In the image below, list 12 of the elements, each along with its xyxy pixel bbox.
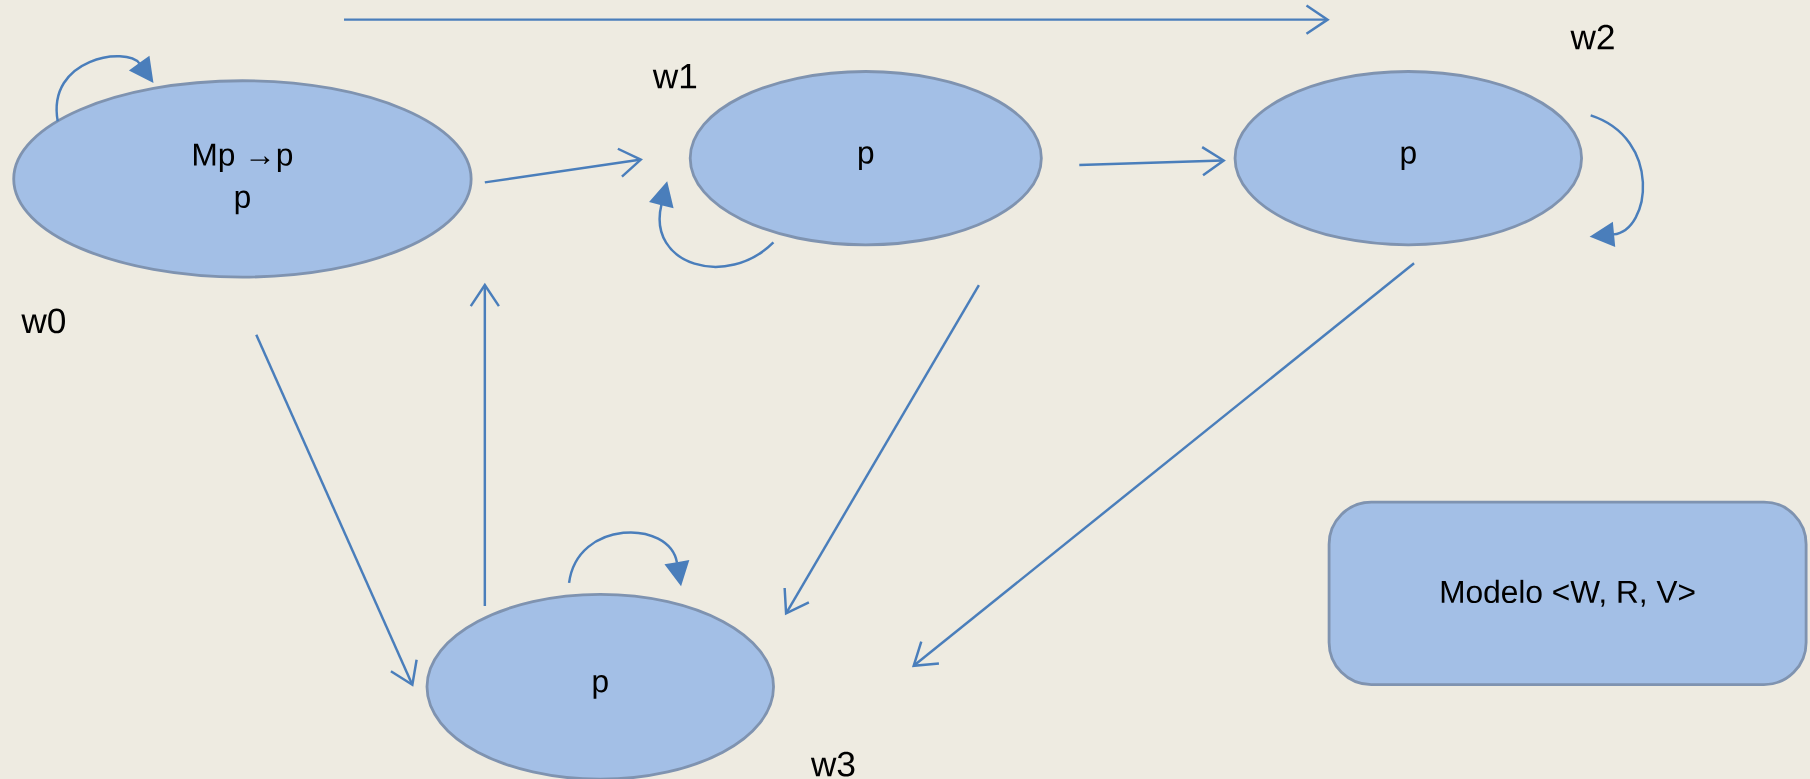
arrow <box>469 282 500 606</box>
arrow <box>1079 146 1226 177</box>
arrow <box>911 262 1415 668</box>
arrow <box>255 334 418 687</box>
world-label: w0 <box>21 308 65 334</box>
arrow <box>484 147 643 184</box>
loop-arrow <box>55 55 154 122</box>
world-label: w2 <box>1570 24 1614 50</box>
arrow <box>783 284 980 616</box>
arrow <box>344 4 1330 35</box>
world-label: w3 <box>810 751 855 777</box>
model-box: Modelo <W, R, V> <box>1327 500 1808 686</box>
